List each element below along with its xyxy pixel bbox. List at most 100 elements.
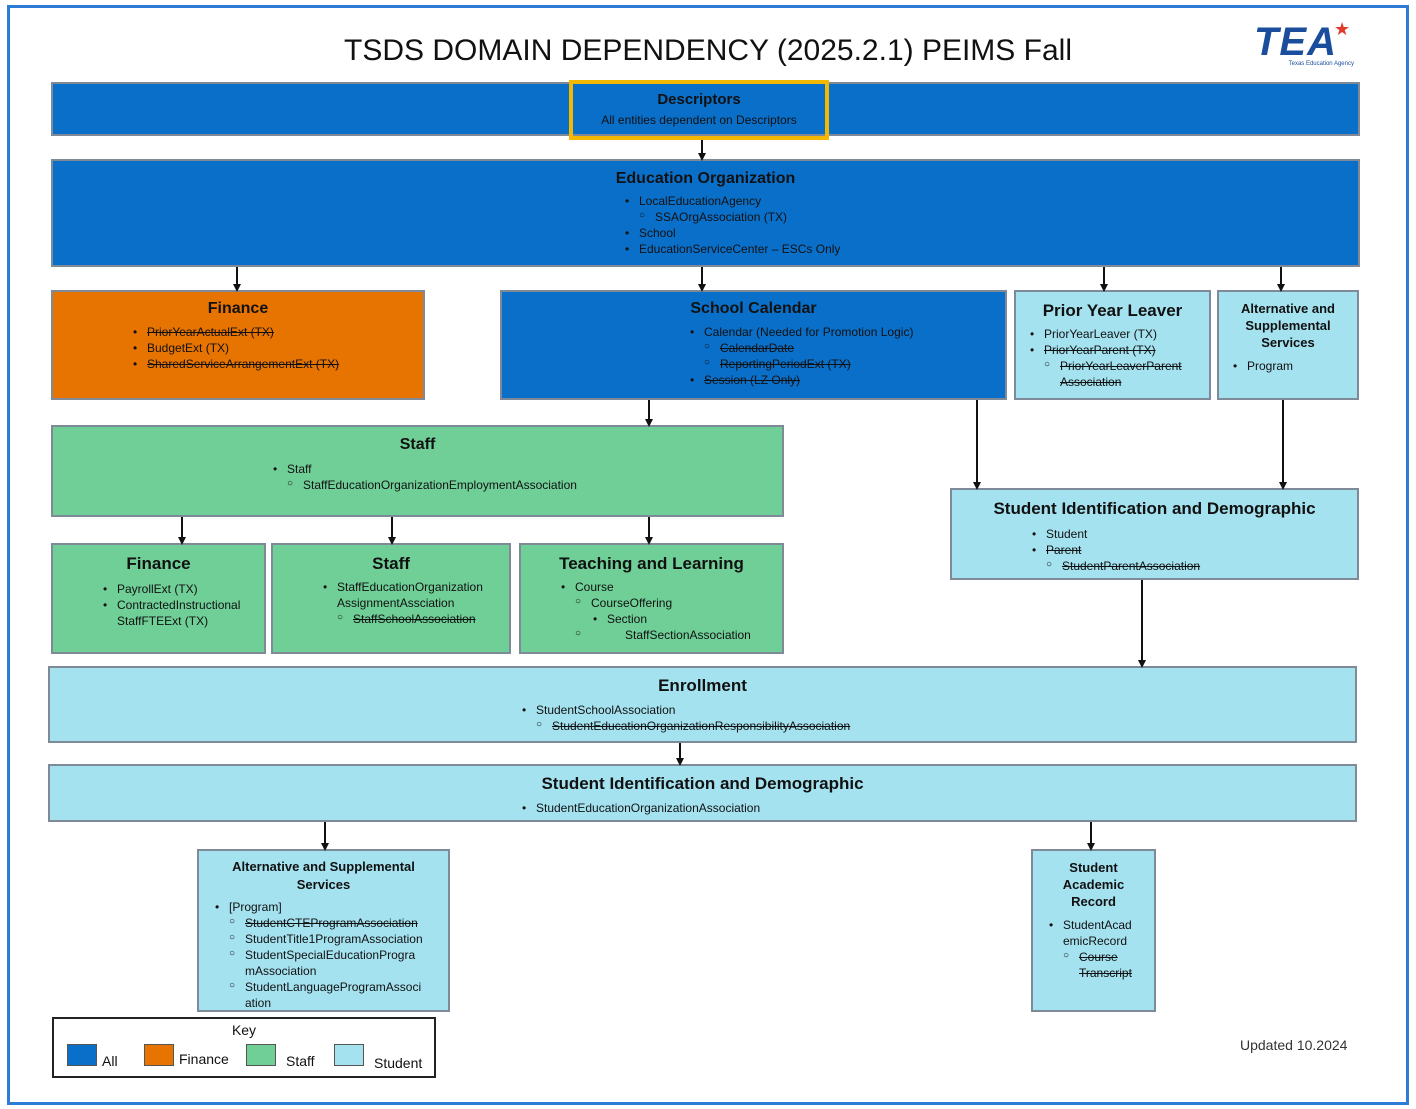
list-item: PriorYearParent (TX) [1026, 342, 1182, 358]
list-item: mAssociation [245, 964, 317, 978]
alternative-services-bottom-box: Alternative and Supplemental Services [P… [197, 849, 450, 1012]
legend-label-all: All [102, 1053, 118, 1069]
descriptors-title: Descriptors [657, 91, 741, 108]
enrollment-title: Enrollment [658, 676, 747, 695]
updated-date: Updated 10.2024 [1240, 1037, 1348, 1053]
list-item: ContractedInstructional [99, 597, 240, 613]
legend-label-student: Student [374, 1055, 423, 1071]
list-item: Transcript [1079, 966, 1132, 980]
prior-year-leaver-box: Prior Year Leaver PriorYearLeaver (TX) P… [1014, 290, 1211, 400]
list-item: StaffEducationOrganizationEmploymentAsso… [269, 476, 577, 493]
tea-logo-text: TEA [1254, 20, 1337, 64]
alternative-services-top-box: Alternative and Supplemental Services Pr… [1217, 290, 1359, 400]
student-identification-top-list: Student Parent StudentParentAssociation [1028, 526, 1200, 574]
list-item: StudentAcad [1045, 917, 1132, 933]
staff-sub-title: Staff [372, 554, 410, 573]
list-item: AssignmentAssciation [337, 596, 455, 610]
title-line: Record [1071, 894, 1116, 909]
finance-staff-list: PayrollExt (TX) ContractedInstructional … [99, 581, 240, 629]
legend-label-staff: Staff [286, 1053, 315, 1069]
legend-swatch-student [334, 1044, 364, 1066]
enrollment-box: Enrollment StudentSchoolAssociation Stud… [48, 666, 1357, 743]
staff-main-title: Staff [399, 436, 436, 453]
finance-top-title: Finance [207, 300, 269, 317]
list-item: StudentSchoolAssociation [518, 702, 850, 718]
page-title: TSDS DOMAIN DEPENDENCY (2025.2.1) PEIMS … [344, 34, 1072, 67]
prior-year-leaver-list: PriorYearLeaver (TX) PriorYearParent (TX… [1026, 326, 1182, 390]
staff-sub-list: StaffEducationOrganization AssignmentAss… [319, 579, 483, 627]
legend-label-finance: Finance [179, 1051, 229, 1067]
legend-swatch-all [67, 1044, 97, 1066]
staff-main-list: Staff StaffEducationOrganizationEmployme… [269, 461, 577, 493]
list-item: PriorYearLeaverParent [1026, 357, 1182, 374]
student-identification-top-box: Student Identification and Demographic S… [950, 488, 1359, 580]
staff-main-box: Staff Staff StaffEducationOrganizationEm… [51, 425, 784, 517]
page-frame [7, 5, 1409, 1105]
list-item: StudentEducationOrganizationResponsibili… [518, 717, 850, 734]
list-item: Course [557, 579, 751, 595]
student-academic-record-box: Student Academic Record StudentAcad emic… [1031, 849, 1156, 1012]
tea-logo: TEA Texas Education Agency ★ [1254, 19, 1354, 72]
legend-swatch-finance [144, 1044, 174, 1066]
finance-staff-title: Finance [126, 554, 191, 573]
alternative-services-bottom-list: [Program] StudentCTEProgramAssociation S… [211, 899, 423, 1011]
list-item: StudentCTEProgramAssociation [211, 914, 423, 931]
list-item: PriorYearLeaver (TX) [1026, 326, 1182, 342]
education-organization-list: LocalEducationAgency SSAOrgAssociation (… [621, 193, 840, 257]
list-item: CourseOffering [557, 594, 751, 611]
legend-title: Key [231, 1022, 257, 1038]
logo-star-icon: ★ [1334, 19, 1351, 39]
list-item: LocalEducationAgency [621, 193, 840, 209]
title-line: Student [1069, 860, 1118, 875]
alternative-services-top-list: Program [1229, 358, 1293, 374]
list-item: StudentSpecialEducationProgra [211, 946, 423, 963]
staff-sub-box: Staff StaffEducationOrganization Assignm… [271, 543, 511, 654]
list-item: ReportingPeriodExt (TX) [686, 355, 913, 372]
list-item: Parent [1028, 542, 1200, 558]
list-item: Session (LZ Only) [686, 372, 913, 388]
legend-key: Key All Finance Staff Student [52, 1017, 436, 1078]
student-identification-bottom-title: Student Identification and Demographic [541, 774, 864, 793]
alternative-services-bottom-title: Alternative and Supplemental Services [232, 859, 415, 892]
list-item: ○StaffSchoolAssociation [337, 612, 476, 626]
list-item: StaffEducationOrganization [319, 579, 483, 595]
list-item: Staff [269, 461, 577, 477]
student-identification-bottom-box: Student Identification and Demographic S… [48, 764, 1357, 822]
teaching-learning-box: Teaching and Learning Course CourseOffer… [519, 543, 784, 654]
school-calendar-box: School Calendar Calendar (Needed for Pro… [500, 290, 1007, 400]
list-item: SSAOrgAssociation (TX) [621, 208, 840, 225]
list-item: Student [1028, 526, 1200, 542]
tea-logo-subtitle: Texas Education Agency [1288, 61, 1354, 67]
list-item: StaffSectionAssociation [557, 626, 751, 643]
list-item: StudentEducationOrganizationAssociation [518, 800, 760, 816]
list-item: StudentLanguageProgramAssoci [211, 978, 423, 995]
teaching-learning-list: Course CourseOffering Section StaffSecti… [557, 579, 751, 643]
list-item: ation [245, 996, 272, 1010]
student-academic-record-title: Student Academic Record [1033, 859, 1154, 910]
list-item: School [621, 225, 840, 241]
student-identification-top-title: Student Identification and Demographic [993, 499, 1316, 518]
list-item: BudgetExt (TX) [129, 340, 339, 356]
list-item: StaffFTEExt (TX) [117, 614, 209, 628]
list-item: emicRecord [1063, 934, 1128, 948]
descriptors-highlight: Descriptors All entities dependent on De… [569, 80, 829, 140]
list-item: Course [1045, 948, 1132, 965]
list-item: EducationServiceCenter – ESCs Only [621, 241, 840, 257]
finance-top-list: PriorYearActualExt (TX) BudgetExt (TX) S… [129, 324, 339, 372]
list-item: Section [557, 611, 751, 627]
student-academic-record-list: StudentAcad emicRecord Course Transcript [1045, 917, 1132, 981]
enrollment-list: StudentSchoolAssociation StudentEducatio… [518, 702, 850, 734]
list-item: StudentParentAssociation [1028, 557, 1200, 574]
list-item: PriorYearActualExt (TX) [129, 324, 339, 340]
school-calendar-title: School Calendar [690, 300, 817, 317]
list-item: Association [1060, 375, 1122, 389]
list-item: StudentTitle1ProgramAssociation [211, 930, 423, 947]
list-item: [Program] [211, 899, 423, 915]
list-item: SharedServiceArrangementExt (TX) [129, 356, 339, 372]
title-line: Academic [1062, 877, 1125, 892]
strike-bullet-icon: ○ [337, 612, 344, 623]
descriptors-subtitle: All entities dependent on Descriptors [601, 113, 797, 127]
list-item: Program [1229, 358, 1293, 374]
prior-year-leaver-title: Prior Year Leaver [1042, 301, 1183, 320]
student-identification-bottom-list: StudentEducationOrganizationAssociation [518, 800, 760, 816]
